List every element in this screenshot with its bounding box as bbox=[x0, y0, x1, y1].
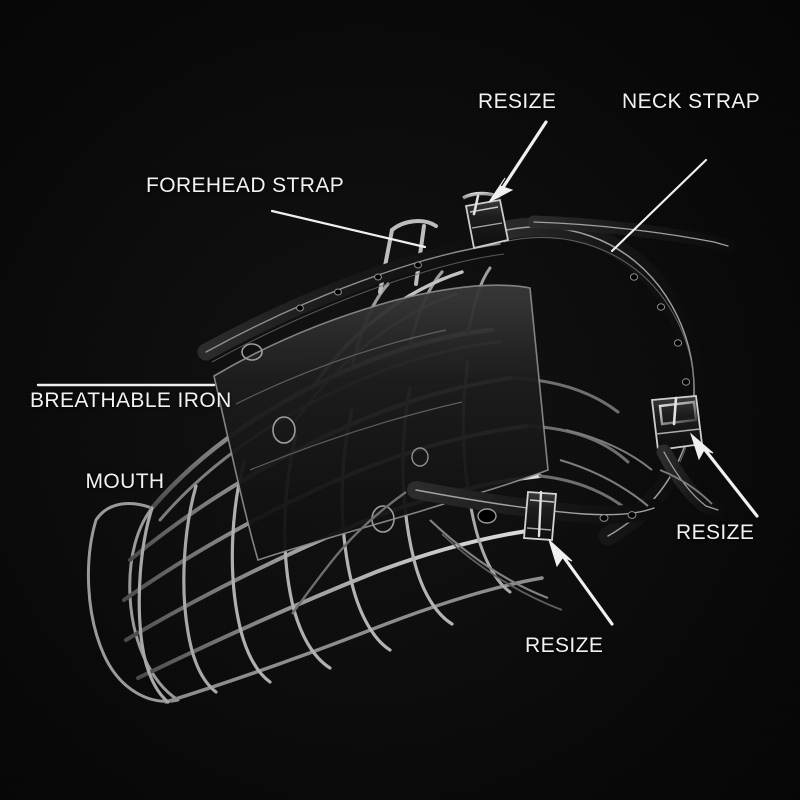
label-line-2: MOUTH bbox=[85, 470, 165, 493]
rear-hardware bbox=[559, 429, 713, 507]
leader-arrow-resize-bottom bbox=[547, 538, 614, 626]
leader-line-neck-strap bbox=[610, 158, 708, 253]
label-resize-bottom: RESIZE bbox=[525, 634, 604, 657]
forehead-strap bbox=[197, 235, 509, 363]
leader-arrow-resize-right bbox=[689, 432, 759, 518]
label-resize-top: RESIZE bbox=[478, 90, 557, 113]
leader-line-forehead-strap bbox=[270, 209, 427, 249]
label-line-1: BREATHABLE IRON bbox=[30, 389, 232, 412]
right-buckle bbox=[650, 395, 726, 518]
top-buckle bbox=[462, 191, 510, 250]
label-forehead-strap: FOREHEAD STRAP bbox=[146, 174, 345, 197]
leader-arrow-resize-top bbox=[488, 120, 548, 203]
label-neck-strap: NECK STRAP bbox=[622, 90, 761, 113]
lower-strap bbox=[291, 481, 663, 615]
lower-buckle bbox=[523, 490, 557, 541]
label-breathable-iron-mouth: BREATHABLE IRON MOUTH bbox=[30, 333, 232, 549]
label-resize-right: RESIZE bbox=[676, 521, 755, 544]
